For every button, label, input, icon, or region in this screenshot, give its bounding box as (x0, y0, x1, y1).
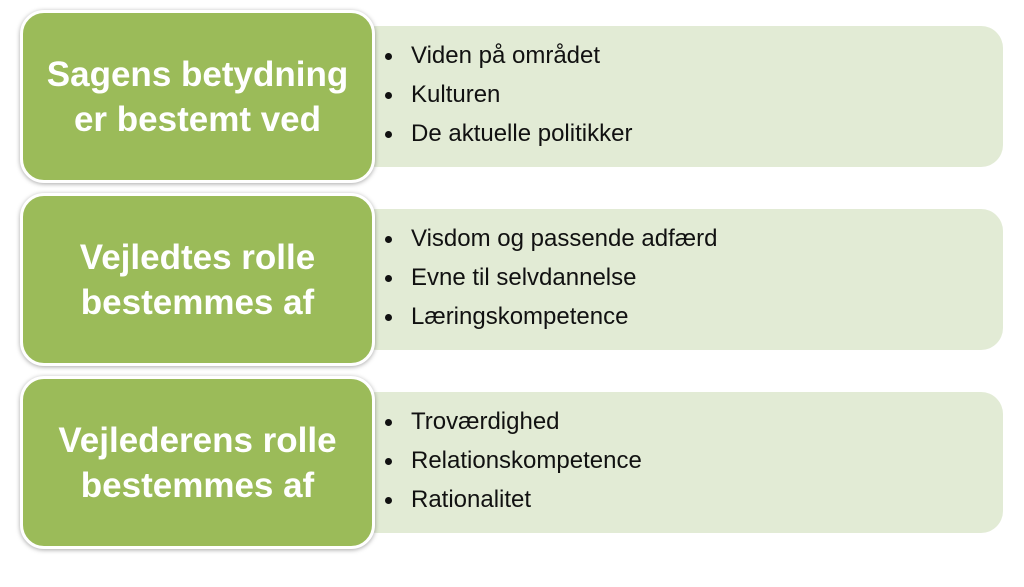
item-text: Kulturen (411, 81, 501, 108)
detail-panel: Troværdighed Relationskompetence Rationa… (355, 392, 1003, 533)
item-text: Visdom og passende adfærd (411, 225, 718, 252)
bullet-icon (385, 53, 392, 60)
item-text: Rationalitet (411, 486, 532, 513)
list-item: Viden på området (385, 40, 1003, 79)
bullet-icon (385, 419, 392, 426)
bullet-icon (385, 275, 392, 282)
bullet-icon (385, 497, 392, 504)
list-item: Læringskompetence (385, 301, 1003, 340)
heading-text: Sagens betydning er bestemt ved (46, 54, 349, 139)
list-item: Rationalitet (385, 484, 1003, 523)
heading-box: Vejlederens rolle bestemmes af (20, 376, 375, 549)
item-text: Læringskompetence (411, 303, 629, 330)
heading-text: Vejledtes rolle bestemmes af (79, 237, 316, 322)
bullet-icon (385, 458, 392, 465)
heading-box: Sagens betydning er bestemt ved (20, 10, 375, 183)
bullet-icon (385, 314, 392, 321)
detail-panel: Viden på området Kulturen De aktuelle po… (355, 26, 1003, 167)
heading-text: Vejlederens rolle bestemmes af (58, 420, 337, 505)
bullet-icon (385, 92, 392, 99)
item-text: Troværdighed (411, 408, 560, 435)
row-sagens-betydning: Viden på området Kulturen De aktuelle po… (0, 8, 1024, 188)
item-text: Relationskompetence (411, 447, 642, 474)
row-vejledtes-rolle: Visdom og passende adfærd Evne til selvd… (0, 191, 1024, 371)
bullet-icon (385, 236, 392, 243)
bullet-icon (385, 131, 392, 138)
list-item: De aktuelle politikker (385, 118, 1003, 157)
list-item: Evne til selvdannelse (385, 262, 1003, 301)
row-vejlederens-rolle: Troværdighed Relationskompetence Rationa… (0, 374, 1024, 554)
detail-panel: Visdom og passende adfærd Evne til selvd… (355, 209, 1003, 350)
item-text: Viden på området (411, 42, 601, 69)
item-text: Evne til selvdannelse (411, 264, 637, 291)
list-item: Relationskompetence (385, 445, 1003, 484)
heading-box: Vejledtes rolle bestemmes af (20, 193, 375, 366)
list-item: Troværdighed (385, 406, 1003, 445)
list-item: Kulturen (385, 79, 1003, 118)
item-text: De aktuelle politikker (411, 120, 633, 147)
list-item: Visdom og passende adfærd (385, 223, 1003, 262)
